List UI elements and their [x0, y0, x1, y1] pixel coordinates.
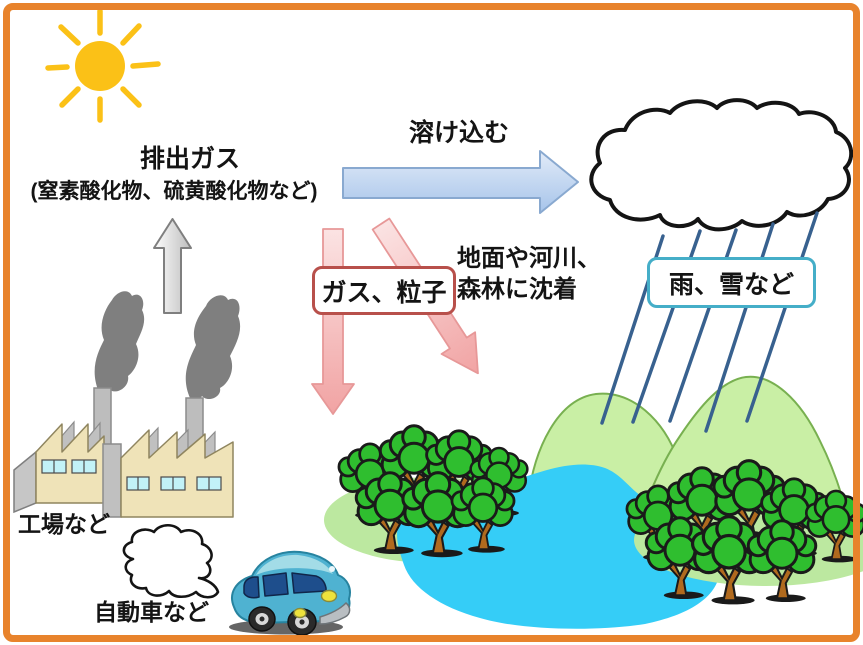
deposition-line1: 地面や河川、 [457, 245, 601, 272]
exhaust-cloud-icon [122, 523, 220, 599]
sun-icon [45, 8, 161, 123]
factory-icon [13, 291, 241, 518]
down-arrow-icon [311, 228, 355, 415]
car-icon [229, 550, 351, 636]
smoke-icon [94, 291, 241, 402]
emission-gas-subtitle: (窒素酸化物、硫黄酸化物など) [30, 180, 318, 203]
gas-particles-callout: ガス、粒子 [312, 266, 456, 315]
deposition-line2: 森林に沈着 [457, 276, 577, 303]
rain-snow-callout: 雨、雪など [647, 257, 816, 308]
factory-caption: 工場など [18, 511, 110, 537]
car-caption: 自動車など [94, 599, 209, 625]
right-arrow-icon [342, 150, 579, 214]
cloud-icon [589, 98, 854, 232]
dissolve-label: 溶け込む [408, 119, 509, 147]
deposition-label: 地面や河川、 森林に沈着 [457, 243, 601, 305]
emission-gas-title: 排出ガス [139, 145, 240, 173]
up-arrow-icon [153, 218, 192, 314]
